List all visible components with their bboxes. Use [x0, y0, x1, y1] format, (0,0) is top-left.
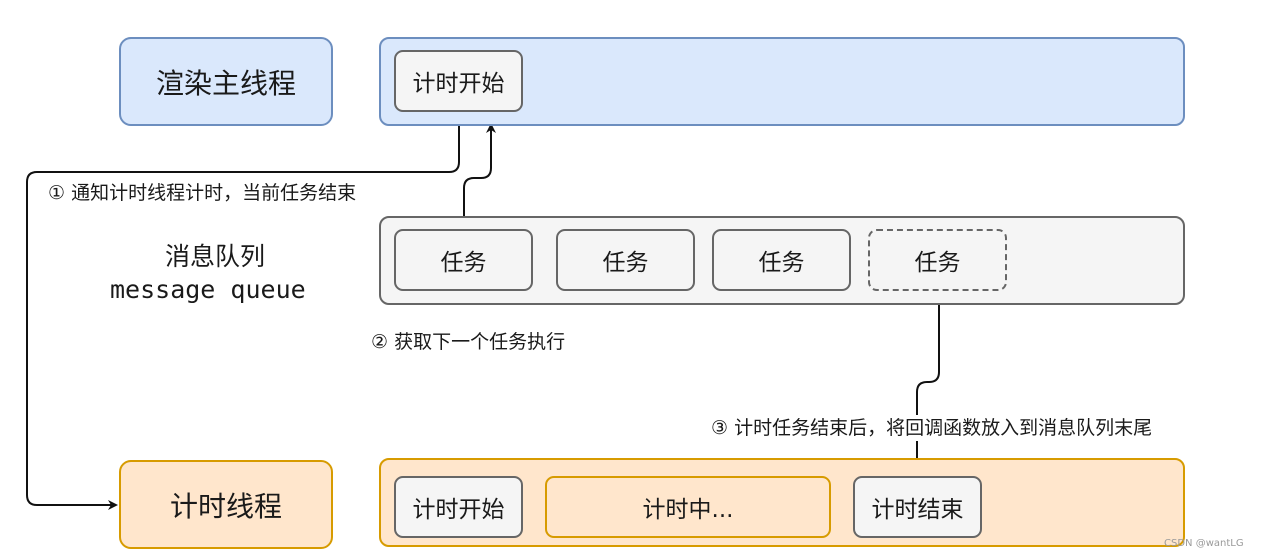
timer-start-label: 计时开始 — [412, 497, 505, 523]
queue-task-1: 任务 — [394, 229, 533, 291]
queue-task-1-label: 任务 — [440, 250, 487, 276]
queue-label-en: message queue — [110, 275, 306, 304]
queue-task-2: 任务 — [556, 229, 695, 291]
queue-task-4-label: 任务 — [914, 250, 961, 276]
step3-label: ③ 计时任务结束后，将回调函数放入到消息队列末尾 — [709, 415, 1155, 441]
lane-render-thread: 渲染主线程 — [119, 37, 333, 126]
queue-task-4-pending: 任务 — [868, 229, 1007, 291]
arrow-callback-to-queue — [916, 294, 944, 469]
queue-label-cn: 消息队列 — [165, 242, 266, 271]
lane-timer-thread: 计时线程 — [119, 460, 333, 549]
timer-running-label: 计时中... — [642, 497, 734, 523]
queue-task-2-label: 任务 — [602, 250, 649, 276]
render-timer-start-label: 计时开始 — [412, 71, 505, 97]
arrow-notify-timer-thread — [26, 112, 460, 510]
watermark: CSDN @wantLG — [1164, 538, 1244, 549]
lane-timer-thread-label: 计时线程 — [169, 489, 282, 523]
lane-render-thread-label: 渲染主线程 — [155, 66, 296, 100]
timer-end-label: 计时结束 — [871, 497, 964, 523]
timer-running-block: 计时中... — [545, 476, 831, 538]
timer-start-block: 计时开始 — [394, 476, 523, 538]
arrow-next-task — [463, 123, 496, 229]
queue-task-3: 任务 — [712, 229, 851, 291]
step1-label: ① 通知计时线程计时，当前任务结束 — [46, 180, 359, 206]
step2-label: ② 获取下一个任务执行 — [371, 331, 566, 353]
queue-task-3-label: 任务 — [758, 250, 805, 276]
render-timer-start-block: 计时开始 — [394, 50, 523, 112]
timer-end-block: 计时结束 — [853, 476, 982, 538]
